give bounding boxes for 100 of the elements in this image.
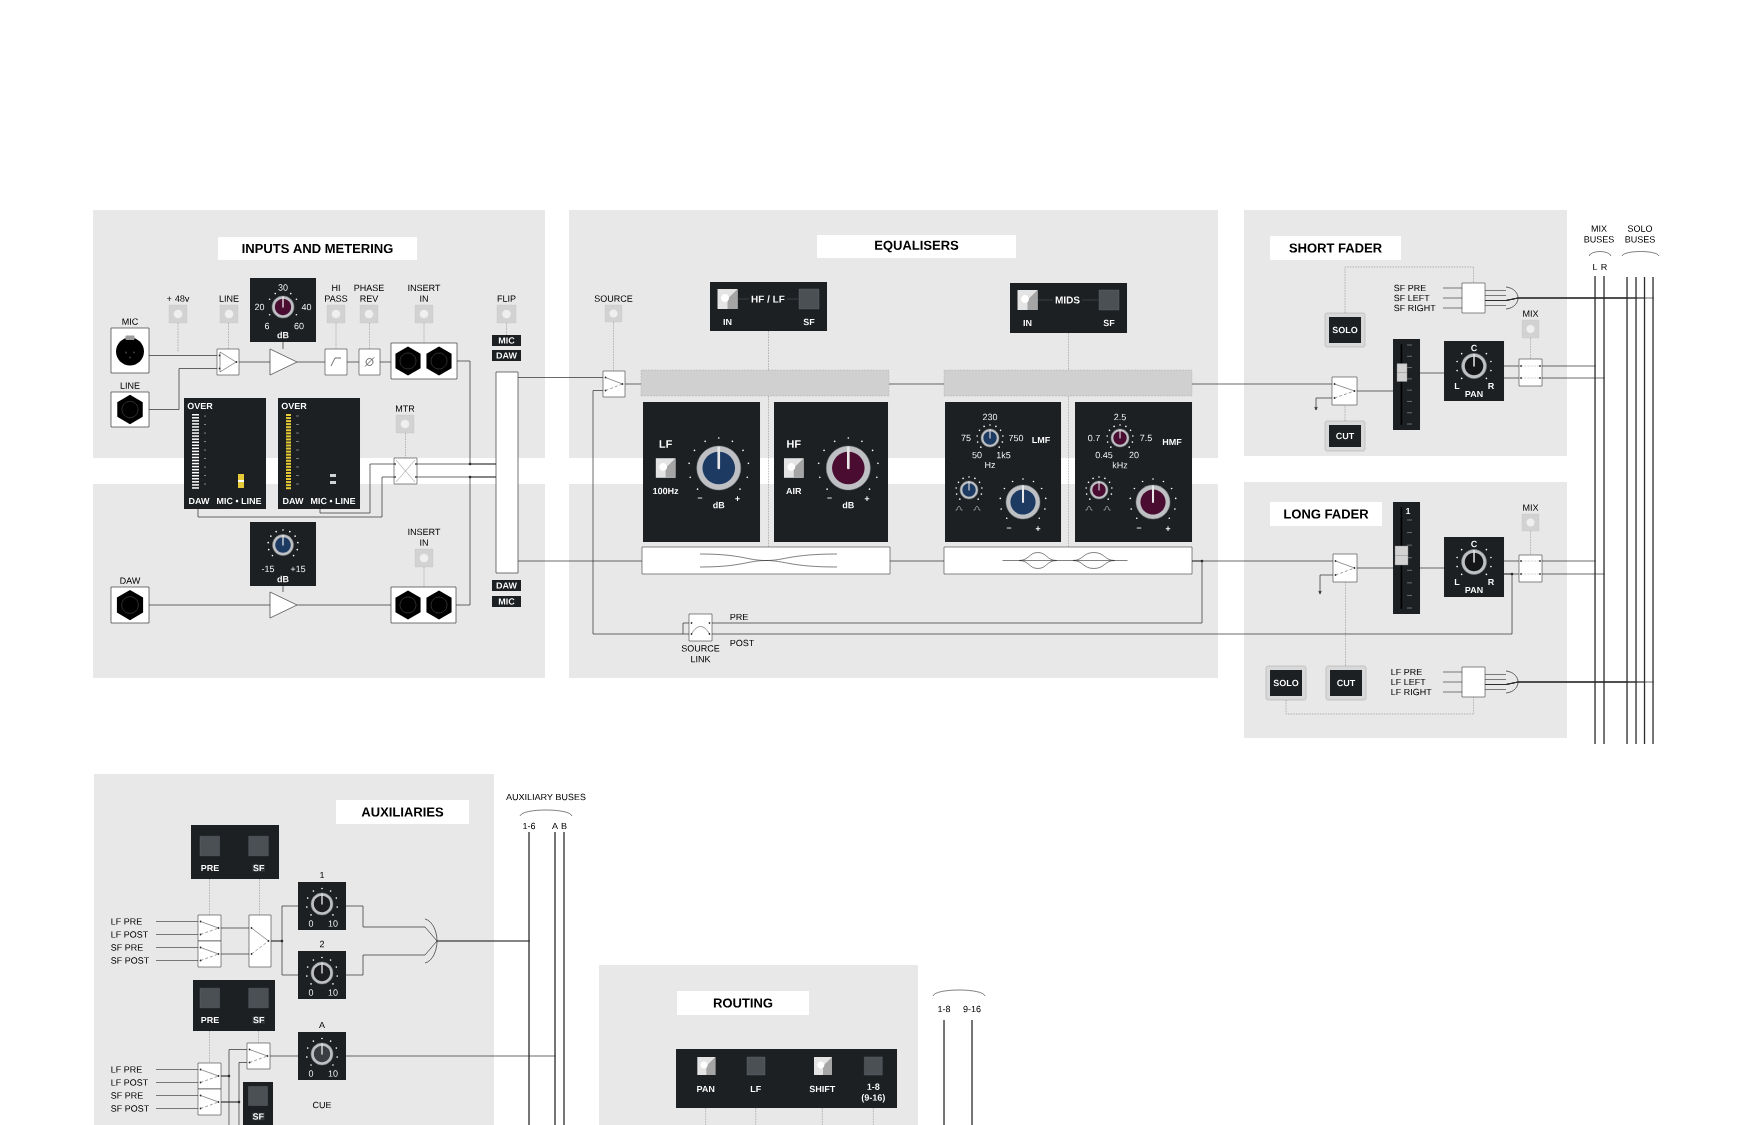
scale-number: 50 [972,451,982,459]
control-line [1285,696,1474,715]
signal-line [1503,560,1520,575]
meter-label: MIC • LINE [217,497,262,505]
input-label: SF LEFT [1394,294,1430,302]
scale-number: 0 [308,989,314,996]
control-line [705,1107,706,1125]
signal-line [319,463,395,514]
bus-label: 1-6 [523,822,536,830]
button-label: LF [750,1085,761,1093]
signal-line [1419,372,1445,374]
control-line [755,1107,756,1125]
input-label: LF RIGHT [1391,688,1432,696]
signal-line [220,1075,230,1125]
signal-line [270,940,299,976]
scale-number: 20 [1129,451,1139,459]
panel-label: HF [787,440,801,448]
scale-label: + [1035,526,1041,531]
signal-line [711,560,1203,624]
scale-number: 2.5 [1114,413,1126,421]
section-label: CUE [312,1101,332,1109]
button-label: INSERT IN [408,284,441,302]
jack-pair [390,586,457,624]
control-line [369,322,370,350]
section-heading: ROUTING [677,991,809,1015]
button-label: PAN [697,1085,715,1093]
scale-number: kHz [1112,461,1128,469]
control-line [1530,337,1531,360]
label-tag: MIC [492,335,521,346]
bus-label: B [561,822,567,830]
scale-number: 20 [254,303,265,311]
scale-number: -15 [261,565,275,573]
amplifier-symbol [269,348,298,376]
scale-number: 10 [328,920,338,927]
arrow [1318,574,1334,595]
bus-label: A [552,822,558,830]
scale-label: R [1488,382,1495,390]
scale-number: 1k5 [996,451,1011,459]
scale-label: + [735,496,740,501]
signal-line [220,953,250,955]
button-label: SF [803,318,815,326]
panel-label: 100Hz [653,487,679,495]
signal-line [1541,377,1605,379]
section-heading: INPUTS AND METERING [218,237,417,260]
push-button: SOLO [1265,665,1307,701]
signal-line [455,476,497,606]
switch-box [1331,376,1358,406]
scale-number: 0 [308,920,314,927]
scale-number: 30 [278,284,288,291]
bus-caption: SOLO BUSES [1625,225,1655,243]
button-label: IN [723,318,732,326]
label-tag: DAW [492,350,521,361]
panel-label: AIR [786,487,802,495]
control-line [873,1107,874,1125]
arrow [1314,397,1333,411]
signal-line [1541,560,1596,562]
scale-number: 0 [308,1070,314,1077]
bus-line [1635,277,1637,744]
switch-box [1518,554,1543,583]
scale-number: 75 [961,434,971,442]
signal-line [517,377,604,378]
eq-curve-box [641,546,891,575]
signal-line [1541,365,1596,367]
scale-number: 7.5 [1140,434,1152,442]
control-line [259,878,260,916]
scale-number: 40 [301,303,312,311]
signal-line [296,604,392,606]
scale-label: dB [842,501,854,509]
signal-line [238,361,271,363]
switch-box [248,914,272,968]
signal-line [220,1101,240,1125]
button-label: MIX [1523,504,1539,511]
signal-line [197,476,395,518]
meter-label: MIC • LINE [311,497,356,505]
control-line [1068,332,1069,371]
panel-label: LMF [1032,436,1050,444]
signal-line [889,560,945,562]
input-label: LF PRE [1391,668,1422,676]
signal-line [269,1055,299,1057]
bus-line [1652,277,1654,744]
control-line [1530,530,1531,556]
scale-label: C [1471,540,1478,548]
control-line [228,322,229,350]
scale-label: + [1165,526,1171,531]
switch-box [1332,553,1358,583]
meter-label: DAW [283,497,304,505]
channel-number: 1 [1406,507,1411,515]
signal-line [379,361,392,363]
jack-label: MIC [122,318,138,325]
control-line [258,1030,259,1044]
button-label: PRE [201,864,219,872]
button-label: IN [1023,319,1032,327]
panel-label: MIDS [1055,296,1080,304]
input-label: SF PRE [111,944,143,951]
scale-number: 750 [1008,434,1024,442]
scale-label: L [1454,578,1460,586]
button-label: INSERT IN [408,528,441,546]
push-button: CUT [1325,665,1367,701]
signal-line [1419,567,1445,569]
scale-label: dB [713,501,725,509]
